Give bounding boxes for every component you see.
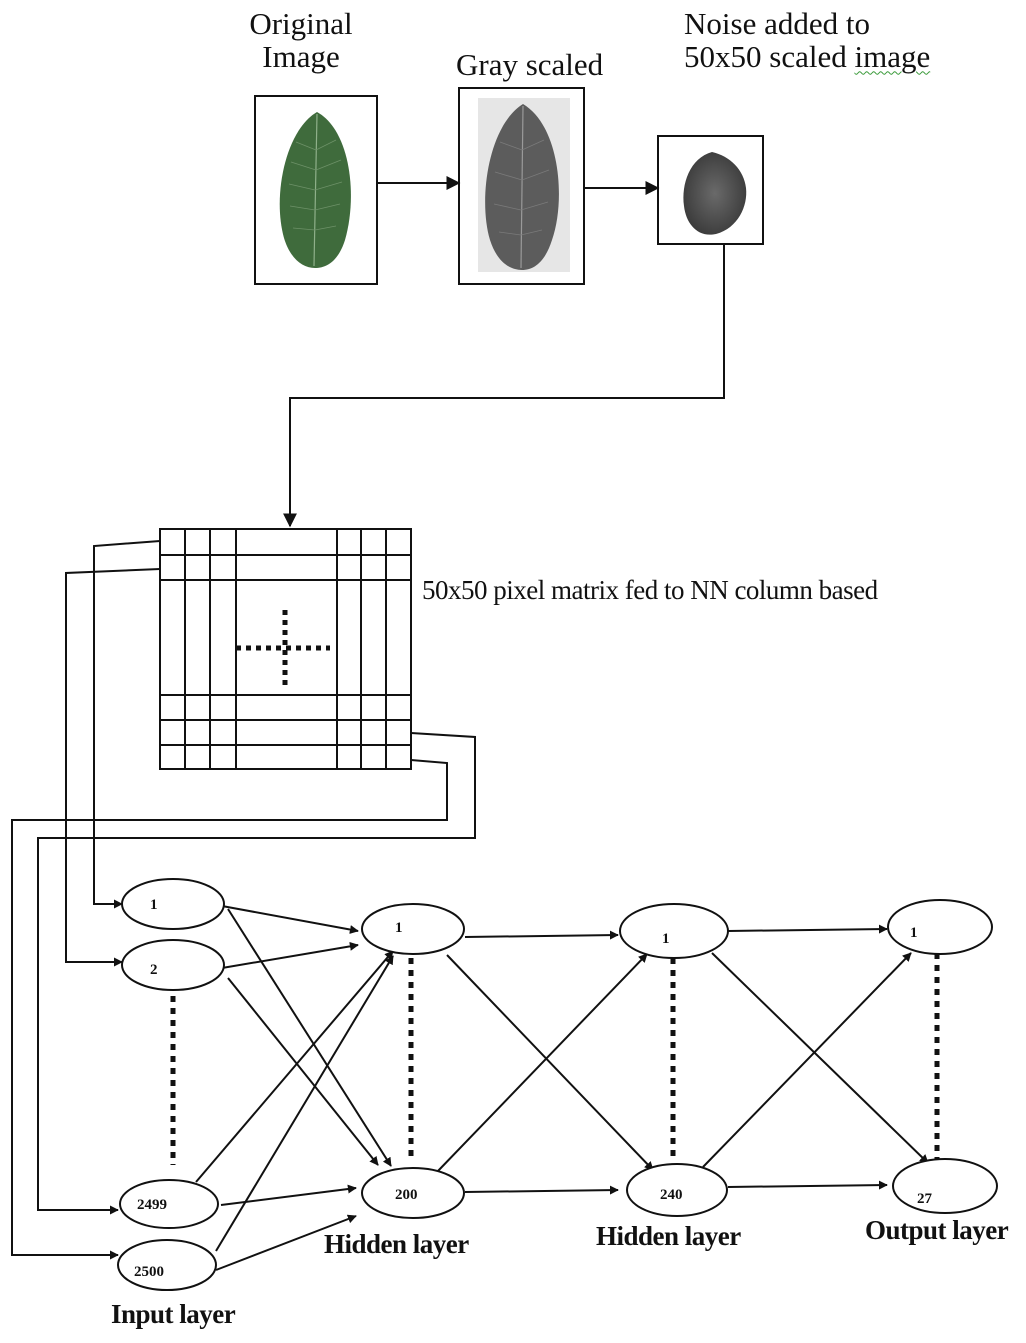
noise-label-line2-word: image: [854, 39, 930, 74]
svg-text:200: 200: [395, 1187, 418, 1203]
original-image-box: [255, 96, 377, 284]
output-layer-label: Output layer: [865, 1216, 1008, 1244]
input-node-1: 1: [122, 879, 224, 929]
svg-text:1: 1: [910, 925, 918, 941]
hidden-layer-1-label: Hidden layer: [324, 1230, 469, 1258]
noise-label-line2: 50x50 scaled image: [684, 41, 984, 74]
svg-text:2499: 2499: [137, 1197, 167, 1213]
svg-text:1: 1: [150, 897, 158, 913]
matrix-caption: 50x50 pixel matrix fed to NN column base…: [422, 576, 1002, 604]
pixel-matrix: [160, 529, 411, 769]
hidden2-node-1: 1: [620, 904, 728, 958]
noise-scaled-image-box: [658, 136, 763, 244]
network-edges: [196, 906, 928, 1270]
hidden1-node-1: 1: [362, 904, 464, 954]
original-image-label: Original Image: [226, 8, 376, 73]
svg-text:2: 2: [150, 962, 158, 978]
output-node-27: 27: [893, 1159, 997, 1213]
hidden-layer-2-label: Hidden layer: [596, 1222, 741, 1250]
noise-added-label: Noise added to 50x50 scaled image: [684, 8, 984, 73]
original-label-line2: Image: [226, 41, 376, 74]
hidden2-node-240: 240: [627, 1164, 727, 1216]
svg-text:27: 27: [917, 1191, 933, 1207]
input-node-2500: 2500: [118, 1240, 216, 1290]
svg-text:240: 240: [660, 1187, 683, 1203]
noise-label-line2-prefix: 50x50 scaled: [684, 39, 854, 74]
hidden1-node-200: 200: [362, 1168, 464, 1218]
svg-text:2500: 2500: [134, 1264, 164, 1280]
svg-text:1: 1: [395, 920, 403, 936]
arrow-noise-to-matrix: [290, 244, 724, 526]
gray-scaled-label: Gray scaled: [456, 49, 632, 82]
input-layer-label: Input layer: [111, 1300, 235, 1328]
output-node-1: 1: [888, 900, 992, 954]
gray-scaled-image-box: [459, 88, 584, 284]
input-node-2499: 2499: [120, 1180, 218, 1228]
feed-row1-to-input1: [94, 541, 160, 904]
input-node-2: 2: [122, 940, 224, 990]
original-label-line1: Original: [226, 8, 376, 41]
noise-label-line1: Noise added to: [684, 8, 984, 41]
svg-text:1: 1: [662, 931, 670, 947]
